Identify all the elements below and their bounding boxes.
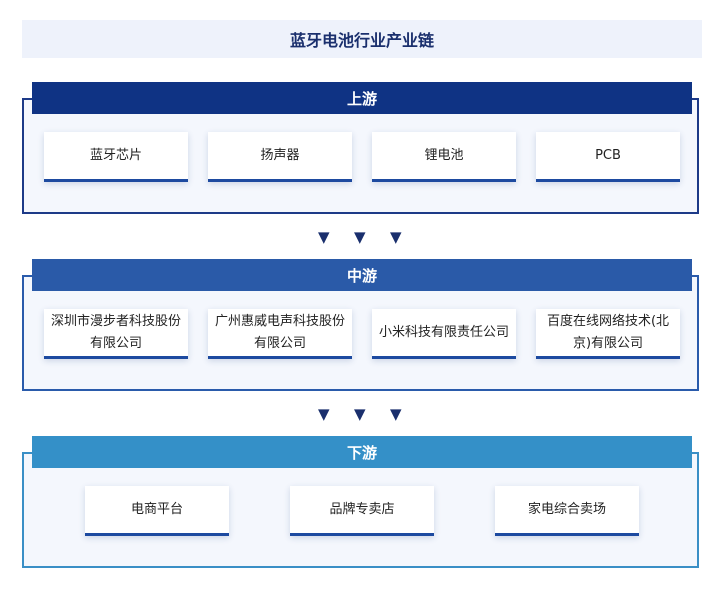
downstream-item-3: 家电综合卖场 [495, 486, 639, 536]
midstream-item-1: 深圳市漫步者科技股份有限公司 [44, 309, 188, 359]
down-arrow-icon: ▼ [318, 405, 330, 423]
down-arrow-icon: ▼ [318, 228, 330, 246]
upstream-item-1: 蓝牙芯片 [44, 132, 188, 182]
title-bar: 蓝牙电池行业产业链 [22, 20, 702, 58]
upstream-item-4: PCB [536, 132, 680, 182]
downstream-header: 下游 [32, 436, 692, 468]
arrow-group-2: ▼ ▼ ▼ [0, 404, 723, 424]
upstream-item-3: 锂电池 [372, 132, 516, 182]
down-arrow-icon: ▼ [354, 405, 366, 423]
upstream-header: 上游 [32, 82, 692, 114]
midstream-item-3: 小米科技有限责任公司 [372, 309, 516, 359]
midstream-item-4: 百度在线网络技术(北京)有限公司 [536, 309, 680, 359]
downstream-item-2: 品牌专卖店 [290, 486, 434, 536]
diagram-title: 蓝牙电池行业产业链 [289, 31, 434, 50]
down-arrow-icon: ▼ [390, 405, 402, 423]
arrow-group-1: ▼ ▼ ▼ [0, 227, 723, 247]
down-arrow-icon: ▼ [390, 228, 402, 246]
down-arrow-icon: ▼ [354, 228, 366, 246]
upstream-item-2: 扬声器 [208, 132, 352, 182]
midstream-header: 中游 [32, 259, 692, 291]
downstream-item-1: 电商平台 [85, 486, 229, 536]
midstream-item-2: 广州惠威电声科技股份有限公司 [208, 309, 352, 359]
